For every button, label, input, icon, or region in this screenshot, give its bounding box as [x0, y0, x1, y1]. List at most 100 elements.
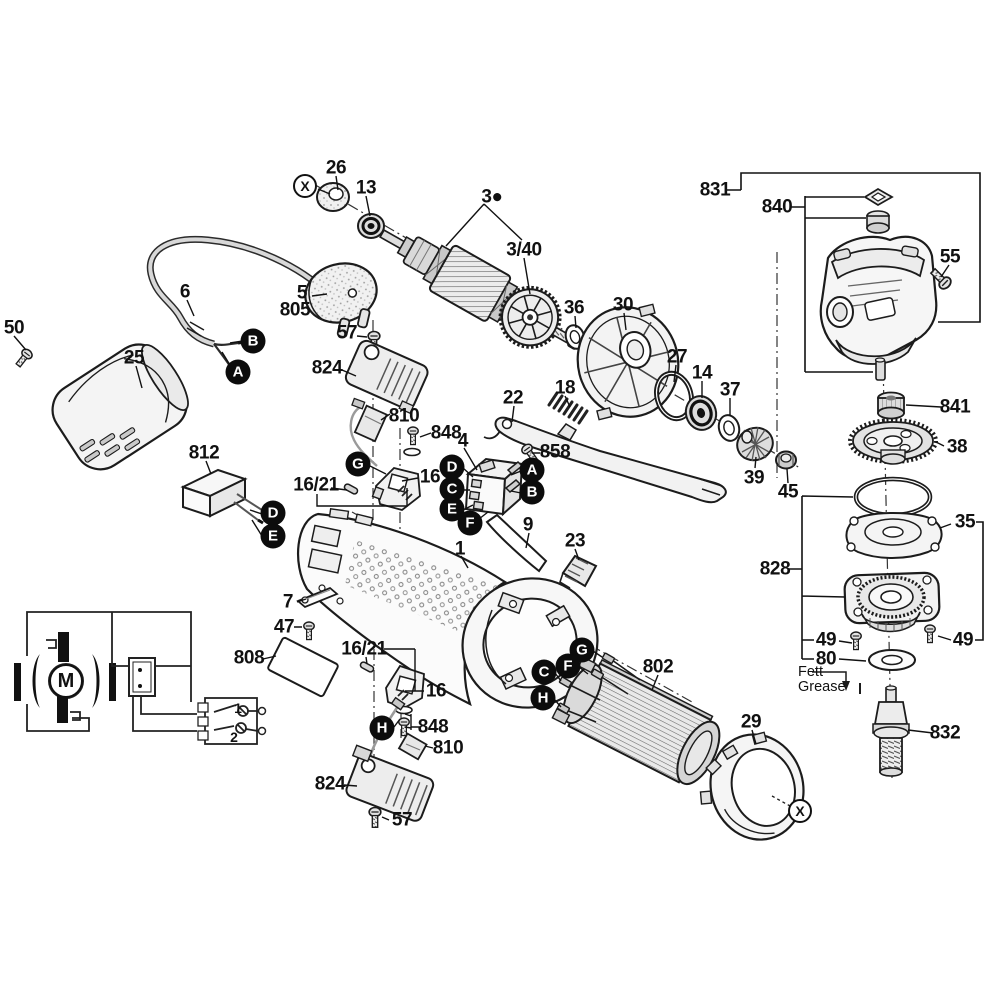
housing-cover-25	[51, 343, 189, 471]
terminal-badge-a-switch: A	[519, 457, 545, 483]
part-label-36: 36	[563, 297, 585, 319]
stator-802	[551, 656, 721, 786]
part-label-5: 5	[296, 282, 308, 304]
clip-16-21-top	[343, 483, 359, 495]
crown-gear-38	[848, 418, 938, 465]
bearing-13	[357, 213, 385, 239]
nameplate-808	[267, 636, 339, 698]
terminal-badge-b-cable: B	[240, 328, 266, 354]
switch-lever-22	[483, 416, 727, 504]
wiring-terminal-2: 2	[230, 729, 238, 745]
plug-805	[304, 262, 378, 338]
part-label-37: 37	[719, 379, 741, 401]
part-label-824-bottom: 824	[314, 773, 346, 795]
part-label-23: 23	[564, 530, 586, 552]
part-label-22: 22	[502, 387, 524, 409]
washer-80	[868, 649, 916, 671]
bushing-841	[877, 391, 905, 420]
brush-holder-16-top	[371, 467, 421, 511]
part-label-808: 808	[233, 647, 265, 669]
part-label-3-40: 3/40	[506, 239, 542, 261]
motor-symbol-m: M	[49, 664, 83, 698]
part-label-57-bottom: 57	[391, 809, 413, 831]
part-label-858: 858	[539, 441, 571, 463]
part-label-13: 13	[355, 177, 377, 199]
part-label-840: 840	[761, 196, 793, 218]
leader-lines	[13, 175, 952, 821]
part-label-9: 9	[522, 514, 534, 536]
terminal-badge-f-switch: F	[457, 510, 483, 536]
bevel-pinion-39	[736, 426, 774, 462]
brush-cover-824-top	[344, 339, 429, 415]
part-label-80: 80	[815, 648, 837, 670]
part-label-26: 26	[325, 157, 347, 179]
part-label-39: 39	[743, 467, 765, 489]
screw-848-top	[403, 426, 421, 457]
nut-45	[775, 450, 797, 470]
terminal-badge-d-suppressor: D	[260, 500, 286, 526]
part-label-27: 27	[666, 346, 688, 368]
code-plate-7	[296, 586, 339, 609]
part-label-18: 18	[554, 377, 576, 399]
part-label-805: 805	[279, 299, 311, 321]
part-label-810-bottom: 810	[432, 737, 464, 759]
terminal-badge-g-top: G	[345, 451, 371, 477]
part-label-1: 1	[454, 538, 466, 560]
fan-gear-40	[498, 285, 562, 349]
air-baffle-29	[699, 731, 805, 841]
ref-badge-x-top: X	[293, 174, 317, 198]
bracket-lines	[740, 172, 984, 659]
clip-16-21-bottom	[359, 661, 375, 673]
o-ring-27	[654, 370, 694, 422]
part-label-828: 828	[759, 558, 791, 580]
switch-button-23	[559, 554, 598, 589]
spring-18	[547, 391, 589, 425]
part-label-7: 7	[282, 591, 294, 613]
part-label-810-top: 810	[388, 405, 420, 427]
part-label-824-top: 824	[311, 357, 343, 379]
terminal-badge-d-switch: D	[439, 454, 465, 480]
terminal-badge-e-suppressor: E	[260, 523, 286, 549]
terminal-badge-f-stator: F	[555, 653, 581, 679]
spindle-lock-840	[863, 187, 894, 381]
part-label-25: 25	[123, 347, 145, 369]
part-label-831: 831	[699, 179, 731, 201]
suppressor-812	[180, 468, 268, 525]
terminal-badge-a-cable: A	[225, 359, 251, 385]
part-label-45: 45	[777, 481, 799, 503]
terminal-badge-c-stator: C	[531, 659, 557, 685]
part-label-57-top: 57	[336, 322, 358, 344]
terminal-badge-b-switch: B	[519, 479, 545, 505]
part-label-35: 35	[954, 511, 976, 533]
terminal-badge-h-stator: H	[530, 685, 556, 711]
part-label-50: 50	[3, 317, 25, 339]
part-label-841: 841	[939, 396, 971, 418]
washer-37	[717, 414, 741, 442]
flange-plate-35	[845, 512, 943, 559]
part-label-832: 832	[929, 722, 961, 744]
part-label-30: 30	[612, 294, 634, 316]
ring-26	[316, 182, 350, 212]
spindle-832	[872, 685, 910, 777]
part-label-49-right: 49	[952, 629, 974, 651]
part-label-16-21-top: 16/21	[293, 474, 339, 496]
slider-blade-9	[485, 513, 548, 573]
fan-baffle-30	[576, 303, 680, 421]
part-label-29: 29	[740, 711, 762, 733]
part-label-3: 3●	[481, 186, 503, 208]
part-label-848-bottom: 848	[417, 716, 449, 738]
part-label-38: 38	[946, 436, 968, 458]
armature-3	[379, 229, 582, 350]
part-label-4: 4	[457, 430, 469, 452]
bearing-flange-828	[843, 571, 941, 633]
wiring-terminal-1: 1	[234, 700, 242, 716]
part-label-16-21-bottom: 16/21	[341, 638, 387, 660]
grease-note-line2: Grease	[798, 679, 846, 696]
brush-cover-824-bottom	[345, 744, 435, 822]
switch-4	[464, 457, 525, 517]
part-label-16-bottom: 16	[425, 680, 447, 702]
part-label-16-top: 16	[419, 466, 441, 488]
part-label-14: 14	[691, 362, 713, 384]
